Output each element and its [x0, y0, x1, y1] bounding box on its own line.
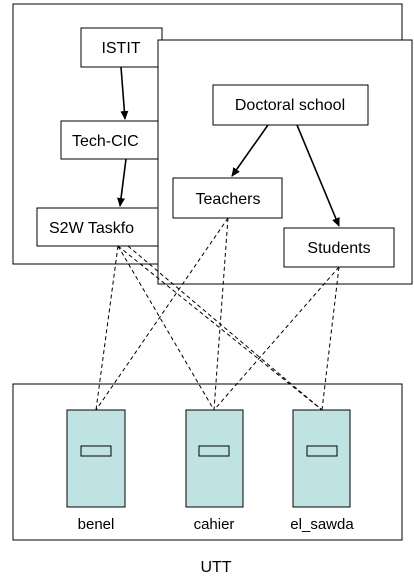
server-benel-drive: [80, 445, 112, 457]
node-techcic: Tech-CIC: [60, 120, 172, 160]
node-teachers: Teachers: [172, 177, 283, 219]
node-doctoral-school-label: Doctoral school: [235, 97, 345, 114]
node-students: Students: [283, 227, 395, 268]
node-s2w: S2W Taskfo: [36, 207, 171, 247]
link-s2w-elsawda: [117, 245, 323, 411]
node-students-label: Students: [307, 240, 370, 257]
server-el-sawda: el_sawda: [290, 409, 354, 533]
link-s2w-elsawda-2: [127, 245, 323, 411]
server-el-sawda-label: el_sawda: [290, 516, 354, 533]
node-s2w-label: S2W Taskfo: [49, 220, 134, 237]
arrow-istit-techcic: [120, 66, 129, 120]
arrow-techcic-s2w: [117, 158, 127, 207]
server-cahier-drive: [198, 445, 230, 457]
node-istit-label: ISTIT: [101, 40, 140, 57]
server-cahier-tower: [185, 409, 244, 508]
link-students-cahier: [213, 266, 340, 411]
link-students-elsawda: [321, 266, 340, 411]
node-doctoral-school: Doctoral school: [212, 84, 369, 126]
node-techcic-label: Tech-CIC: [72, 133, 139, 150]
node-teachers-label: Teachers: [196, 191, 261, 208]
server-benel-tower: [66, 409, 126, 508]
link-s2w-cahier: [117, 245, 215, 411]
utt-group-label: UTT: [200, 559, 231, 576]
arrow-doctoral-students: [296, 124, 340, 227]
node-istit: ISTIT: [80, 27, 163, 68]
dashed-connections: [95, 217, 340, 411]
link-teachers-benel: [95, 217, 229, 411]
server-benel: benel: [66, 409, 126, 533]
server-cahier: cahier: [185, 409, 244, 533]
server-cahier-label: cahier: [194, 516, 235, 533]
server-el-sawda-tower: [292, 409, 351, 508]
arrow-doctoral-teachers: [231, 124, 269, 177]
server-el-sawda-drive: [306, 445, 338, 457]
server-benel-label: benel: [78, 516, 115, 533]
